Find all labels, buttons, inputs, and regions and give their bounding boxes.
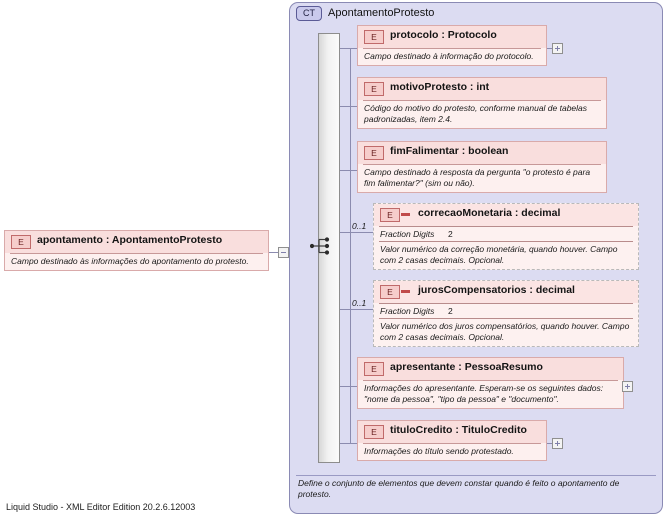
minus-icon — [281, 252, 286, 253]
divider — [379, 226, 633, 227]
expand-toggle-apresentante[interactable] — [622, 381, 633, 392]
simple-type-minus-icon — [401, 213, 410, 216]
element-name-label: apontamento : ApontamentoProtesto — [37, 234, 223, 246]
element-type-icon: E — [380, 208, 400, 222]
divider — [363, 164, 601, 165]
element-header-titulocredito: E tituloCredito : TituloCredito — [358, 421, 546, 443]
element-type-icon: E — [364, 425, 384, 439]
sequence-icon — [310, 237, 330, 255]
complex-type-badge: CT — [296, 6, 322, 21]
element-type-icon: E — [364, 30, 384, 44]
element-header-apontamento: E apontamento : ApontamentoProtesto — [5, 231, 268, 253]
element-name-label: motivoProtesto : int — [390, 81, 490, 93]
complex-type-description: Define o conjunto de elementos que devem… — [298, 478, 620, 499]
divider — [363, 380, 618, 381]
element-header-motivoprotesto: E motivoProtesto : int — [358, 78, 606, 100]
facet-row-fraction-digits: Fraction Digits 2 — [374, 304, 638, 318]
element-box-protocolo[interactable]: E protocolo : Protocolo Campo destinado … — [357, 25, 547, 66]
connector-line — [340, 309, 375, 310]
divider — [363, 443, 541, 444]
connector-line — [269, 252, 278, 253]
element-header-apresentante: E apresentante : PessoaResumo — [358, 358, 623, 380]
cardinality-label-correcaomonetaria: 0..1 — [352, 221, 367, 231]
footer-divider — [296, 475, 656, 476]
element-box-fimfalimentar[interactable]: E fimFalimentar : boolean Campo destinad… — [357, 141, 607, 193]
element-type-icon: E — [364, 82, 384, 96]
simple-type-minus-icon — [401, 290, 410, 293]
divider — [379, 241, 633, 242]
element-box-titulocredito[interactable]: E tituloCredito : TituloCredito Informaç… — [357, 420, 547, 461]
element-type-icon: E — [364, 146, 384, 160]
divider — [363, 100, 601, 101]
status-bar: Liquid Studio - XML Editor Edition 20.2.… — [6, 502, 196, 512]
element-description: Informações do título sendo protestado. — [364, 446, 514, 456]
connector-line — [340, 48, 363, 49]
element-name-label: apresentante : PessoaResumo — [390, 361, 543, 373]
expand-toggle-protocolo[interactable] — [552, 43, 563, 54]
connector-line — [340, 170, 363, 171]
expand-toggle-titulocredito[interactable] — [552, 438, 563, 449]
divider — [363, 48, 541, 49]
facet-row-fraction-digits: Fraction Digits 2 — [374, 227, 638, 241]
collapse-toggle-apontamento[interactable] — [278, 247, 289, 258]
element-description: Campo destinado à informação do protocol… — [364, 51, 534, 61]
element-description: Campo destinado às informações do aponta… — [11, 256, 249, 266]
element-type-icon: E — [11, 235, 31, 249]
plus-icon-vertical — [627, 384, 628, 389]
element-header-protocolo: E protocolo : Protocolo — [358, 26, 546, 48]
element-header-fimfalimentar: E fimFalimentar : boolean — [358, 142, 606, 164]
element-box-motivoprotesto[interactable]: E motivoProtesto : int Código do motivo … — [357, 77, 607, 129]
plus-icon-vertical — [557, 441, 558, 446]
facet-label: Fraction Digits — [380, 306, 435, 316]
element-type-icon: E — [380, 285, 400, 299]
element-name-label: correcaoMonetaria : decimal — [418, 207, 561, 219]
element-header-juroscompensatorios: E jurosCompensatorios : decimal — [374, 281, 638, 303]
element-description: Informações do apresentante. Esperam-se … — [364, 383, 604, 404]
connector-line — [547, 443, 553, 444]
element-name-label: protocolo : Protocolo — [390, 29, 497, 41]
element-box-apresentante[interactable]: E apresentante : PessoaResumo Informaçõe… — [357, 357, 624, 409]
facet-label: Fraction Digits — [380, 229, 435, 239]
element-name-label: fimFalimentar : boolean — [390, 145, 509, 157]
connector-line — [340, 232, 375, 233]
plus-icon-vertical — [557, 46, 558, 51]
element-box-apontamento[interactable]: E apontamento : ApontamentoProtesto Camp… — [4, 230, 269, 271]
divider — [10, 253, 263, 254]
connector-line — [547, 48, 553, 49]
element-box-juroscompensatorios[interactable]: E jurosCompensatorios : decimal Fraction… — [373, 280, 639, 347]
divider — [379, 318, 633, 319]
cardinality-label-juroscompensatorios: 0..1 — [352, 298, 367, 308]
element-header-correcaomonetaria: E correcaoMonetaria : decimal — [374, 204, 638, 226]
element-name-label: jurosCompensatorios : decimal — [418, 284, 575, 296]
element-name-label: tituloCredito : TituloCredito — [390, 424, 527, 436]
connector-line — [340, 386, 363, 387]
complex-type-title: ApontamentoProtesto — [328, 7, 435, 19]
element-box-correcaomonetaria[interactable]: E correcaoMonetaria : decimal Fraction D… — [373, 203, 639, 270]
element-type-icon: E — [364, 362, 384, 376]
element-description: Valor numérico da correção monetária, qu… — [380, 244, 618, 265]
element-description: Código do motivo do protesto, conforme m… — [364, 103, 588, 124]
connector-trunk — [350, 48, 351, 443]
facet-value: 2 — [448, 306, 453, 316]
element-description: Valor numérico dos juros compensatórios,… — [380, 321, 630, 342]
divider — [379, 303, 633, 304]
connector-line — [340, 443, 363, 444]
facet-value: 2 — [448, 229, 453, 239]
connector-line — [340, 106, 363, 107]
element-description: Campo destinado à resposta da pergunta "… — [364, 167, 591, 188]
